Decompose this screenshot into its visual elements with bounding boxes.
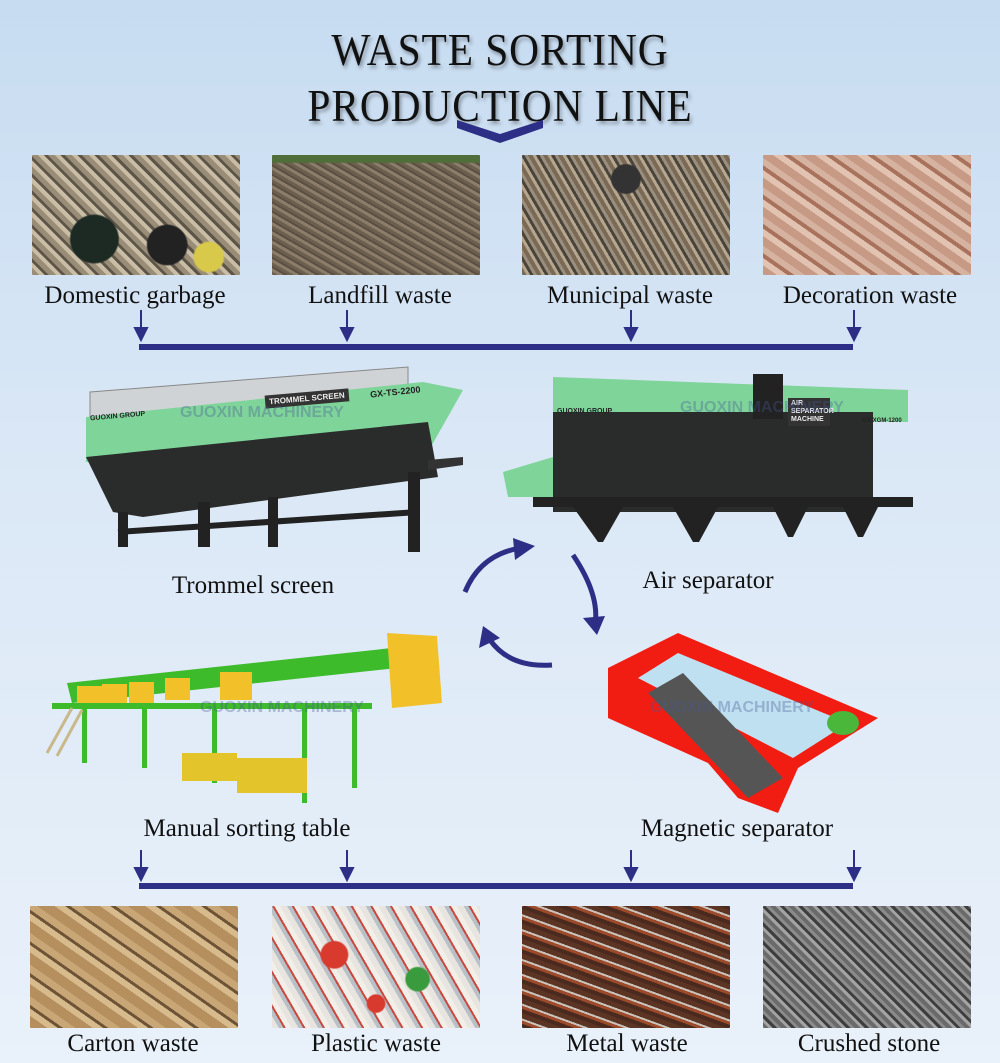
watermark: GUOXIN MACHINERY	[180, 404, 344, 421]
magnetic-separator-image	[608, 633, 878, 813]
air-separator-brand: GUOXIN GROUP	[557, 408, 613, 415]
manual-sorting-table-image	[45, 633, 442, 803]
watermark: GUOXIN MACHINERY	[650, 699, 814, 716]
input-label-landfill: Landfill waste	[308, 282, 452, 309]
trommel-screen-image	[86, 366, 463, 552]
output-label-carton: Carton waste	[67, 1030, 199, 1057]
crushed-stone-photo	[763, 906, 971, 1028]
decoration-waste-photo	[763, 155, 971, 275]
domestic-garbage-photo	[32, 155, 240, 275]
input-label-decoration: Decoration waste	[782, 282, 958, 309]
label-magnetic-separator: Magnetic separator	[640, 815, 834, 842]
output-flow-arrows	[133, 850, 862, 889]
air-separator-model: GX-XGM-1200	[862, 418, 902, 424]
input-label-domestic: Domestic garbage	[44, 282, 226, 309]
watermark: GUOXIN MACHINERY	[200, 699, 364, 716]
output-label-crushed-stone: Crushed stone	[797, 1030, 941, 1057]
municipal-waste-photo	[522, 155, 730, 275]
title-line-1: WASTE SORTING	[331, 25, 669, 75]
air-separator-nameplate: AIR SEPARATOR MACHINE	[788, 398, 834, 426]
output-label-plastic: Plastic waste	[311, 1030, 441, 1057]
output-label-metal: Metal waste	[566, 1030, 688, 1057]
carton-waste-photo	[30, 906, 238, 1028]
input-flow-arrows	[133, 310, 862, 350]
input-label-municipal: Municipal waste	[547, 282, 713, 309]
title-line-2: PRODUCTION LINE	[307, 81, 693, 131]
landfill-waste-photo	[272, 155, 480, 275]
metal-waste-photo	[522, 906, 730, 1028]
watermark: GUOXIN MACHINERY	[680, 399, 844, 416]
air-separator-image	[503, 374, 913, 542]
label-trommel-screen: Trommel screen	[171, 572, 335, 599]
chevron-down-icon	[457, 120, 543, 143]
label-manual-sorting-table: Manual sorting table	[143, 815, 351, 842]
page-title: WASTE SORTING PRODUCTION LINE	[40, 22, 960, 134]
label-air-separator: Air separator	[642, 567, 774, 594]
cycle-arrows-icon	[462, 538, 605, 668]
plastic-waste-photo	[272, 906, 480, 1028]
